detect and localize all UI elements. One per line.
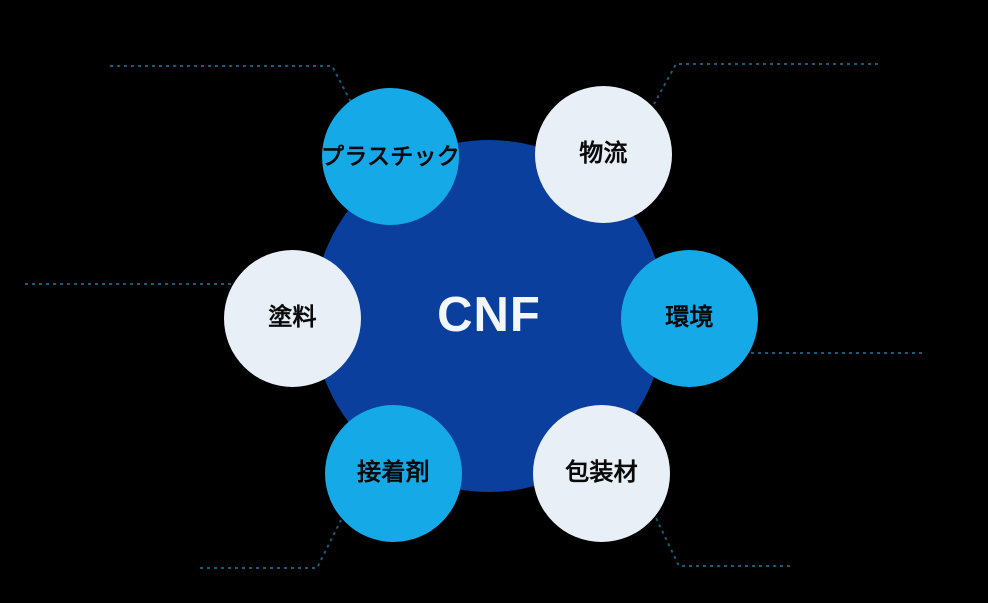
center-node-label: CNF [437, 288, 541, 343]
satellite-node-paint-label: 塗料 [268, 304, 317, 332]
satellite-node-adhesive-label: 接着剤 [357, 459, 430, 487]
satellite-node-environment[interactable]: 環境 [621, 250, 758, 387]
satellite-node-logistics-label: 物流 [579, 140, 628, 168]
leader-line-logistics [653, 63, 878, 105]
leader-line-adhesive [200, 519, 342, 569]
leader-line-plastic [110, 65, 353, 105]
leader-line-packaging [655, 517, 790, 567]
satellite-node-plastic-label: プラスチック [321, 142, 460, 169]
satellite-node-packaging-label: 包装材 [565, 459, 638, 487]
satellite-node-packaging[interactable]: 包装材 [533, 405, 670, 542]
satellite-node-plastic[interactable]: プラスチック [321, 88, 460, 225]
satellite-node-environment-label: 環境 [665, 304, 714, 332]
satellite-node-paint[interactable]: 塗料 [224, 250, 361, 387]
satellite-node-adhesive[interactable]: 接着剤 [325, 405, 462, 542]
satellite-node-logistics[interactable]: 物流 [535, 86, 672, 223]
